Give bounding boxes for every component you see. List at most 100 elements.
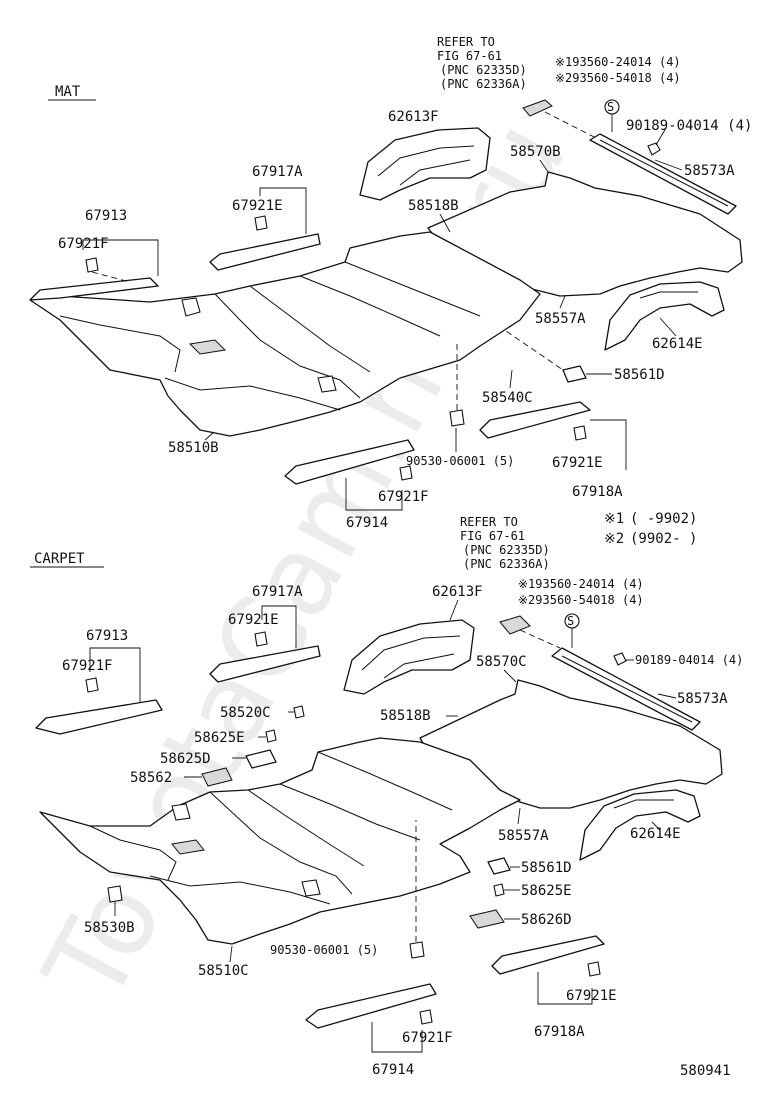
mat-floor-detail-2 xyxy=(214,285,371,399)
carpet-label-62614E: 62614E xyxy=(630,826,681,842)
mat-clip-67921E-bot-icon xyxy=(573,425,587,441)
mat-floor-patch xyxy=(188,339,227,355)
mat-label-67913: 67913 xyxy=(85,208,127,224)
mat-block-58561D xyxy=(562,365,587,383)
carpet-floor-detail-1 xyxy=(89,825,331,905)
carpet-floor-hook-2 xyxy=(301,879,321,897)
carpet-label-67918A: 67918A xyxy=(534,1024,585,1040)
mat-label-58518B: 58518B xyxy=(408,198,459,214)
carpet-clip-58520C-icon xyxy=(293,705,305,719)
carpet-pad-58562 xyxy=(201,767,233,787)
carpet-floor-hook-1 xyxy=(171,803,191,821)
carpet-wheelhouse-62613F xyxy=(343,619,475,695)
mat-floor-detail-3 xyxy=(299,261,481,337)
mat-bracket-67917A xyxy=(259,187,307,234)
mat-sill-67917A xyxy=(209,233,321,271)
mat-section-title: MAT xyxy=(55,84,81,100)
carpet-section: CARPET REFER TO FIG 67-61 (PNC 62335D) (… xyxy=(30,515,743,1078)
mat-refer-line4: (PNC 62336A) xyxy=(440,77,527,91)
carpet-floor-58510C xyxy=(39,737,521,945)
mat-label-67921E-top: 67921E xyxy=(232,198,283,214)
carpet-clip-67921F-bot-icon xyxy=(419,1009,433,1025)
carpet-refer-line3: (PNC 62335D) xyxy=(463,543,550,557)
carpet-wheelhouse-62613F-detail xyxy=(361,635,461,679)
figure-id: 580941 xyxy=(680,1063,731,1079)
carpet-label-58530B: 58530B xyxy=(84,920,135,936)
carpet-clip-58530B-icon xyxy=(107,885,123,903)
mat-note-2: ※293560-54018 (4) xyxy=(555,71,681,85)
mat-leader-58573A xyxy=(654,159,683,171)
carpet-label-58510C: 58510C xyxy=(198,963,249,979)
carpet-label-67914: 67914 xyxy=(372,1062,414,1078)
legend-line2-mark: ※2 xyxy=(604,531,624,547)
mat-clip-67921E-top-icon xyxy=(254,215,268,231)
carpet-label-67921F-bot: 67921F xyxy=(402,1030,453,1046)
mat-sill-67913 xyxy=(29,277,159,301)
carpet-clip-90530-icon xyxy=(409,941,425,959)
carpet-label-58626D: 58626D xyxy=(521,912,572,928)
mat-wheelhouse-62613F-detail xyxy=(377,145,475,186)
carpet-floor-detail-2 xyxy=(209,789,365,895)
mat-leader-62614E xyxy=(659,317,677,337)
mat-label-62613F: 62613F xyxy=(388,109,439,125)
carpet-clip-67921E-bot-icon xyxy=(587,961,601,977)
carpet-label-58625E-top: 58625E xyxy=(194,730,245,746)
mat-bracket-67914 xyxy=(345,478,403,511)
carpet-bracket-67918A xyxy=(537,972,593,1005)
carpet-block-58561D xyxy=(487,857,511,875)
carpet-leader-62614E xyxy=(651,821,661,831)
mat-clip-67921F-bot-icon xyxy=(399,465,413,481)
mat-refer-line3: (PNC 62335D) xyxy=(440,63,527,77)
carpet-leader-58557A xyxy=(517,807,521,825)
mat-label-67914: 67914 xyxy=(346,515,388,531)
mat-leader-58557A xyxy=(559,295,566,309)
carpet-label-67913: 67913 xyxy=(86,628,128,644)
legend-line2-range: (9902- ) xyxy=(630,531,697,547)
mat-label-90189: 90189-04014 (4) xyxy=(626,118,752,134)
date-legend: ※1 ( -9902) ※2 (9902- ) xyxy=(604,511,697,547)
mat-label-90530: 90530-06001 (5) xyxy=(406,454,514,468)
carpet-clip-58625E-bot-icon xyxy=(493,883,505,897)
mat-note-1: ※193560-24014 (4) xyxy=(555,55,681,69)
mat-leader-58570B xyxy=(539,159,549,173)
mat-floor-hook-1 xyxy=(181,297,201,317)
mat-clip-67921F-top-icon xyxy=(85,257,99,273)
mat-label-67921F-bot: 67921F xyxy=(378,489,429,505)
carpet-leader-58573A xyxy=(657,693,677,699)
mat-label-58573A: 58573A xyxy=(684,163,735,179)
carpet-note-2: ※293560-54018 (4) xyxy=(518,593,644,607)
carpet-sill-67917A xyxy=(209,645,321,683)
carpet-sill-67914 xyxy=(305,983,437,1029)
mat-label-58510B: 58510B xyxy=(168,440,219,456)
carpet-label-58625E-bot: 58625E xyxy=(521,883,572,899)
carpet-refer-line1: REFER TO xyxy=(460,515,518,529)
mat-label-62614E: 62614E xyxy=(652,336,703,352)
carpet-clip-67921E-top-icon xyxy=(254,631,268,647)
carpet-label-58573A: 58573A xyxy=(677,691,728,707)
carpet-label-90530: 90530-06001 (5) xyxy=(270,943,378,957)
carpet-pad-58626D xyxy=(469,909,505,929)
carpet-sill-67913 xyxy=(35,699,163,735)
mat-label-58557A: 58557A xyxy=(535,311,586,327)
mat-clip-90530-icon xyxy=(449,409,465,427)
mat-refer-line1: REFER TO xyxy=(437,35,495,49)
carpet-label-58562: 58562 xyxy=(130,770,172,786)
mat-bracket-67913 xyxy=(82,239,159,276)
carpet-label-62613F: 62613F xyxy=(432,584,483,600)
mat-label-67921E-bot: 67921E xyxy=(552,455,603,471)
carpet-label-58625D: 58625D xyxy=(160,751,211,767)
carpet-section-title: CARPET xyxy=(34,551,85,567)
carpet-wheelhouse-62614E xyxy=(579,789,701,861)
carpet-screw-symbol-letter: S xyxy=(567,614,574,628)
mat-dash-67921F-top xyxy=(91,271,131,283)
carpet-clip-90189-icon xyxy=(613,652,627,666)
carpet-clip-58625E-top-icon xyxy=(265,729,277,743)
mat-leader-58540C xyxy=(509,369,513,389)
mat-wheelhouse-62614E xyxy=(604,281,725,351)
carpet-clip-67921F-top-icon xyxy=(85,677,99,693)
carpet-sill-67918A xyxy=(491,935,605,975)
carpet-label-58520C: 58520C xyxy=(220,705,271,721)
mat-floor-detail-1 xyxy=(59,315,341,411)
mat-wheelhouse-62613F xyxy=(359,127,491,201)
carpet-refer-bracket xyxy=(499,615,531,635)
